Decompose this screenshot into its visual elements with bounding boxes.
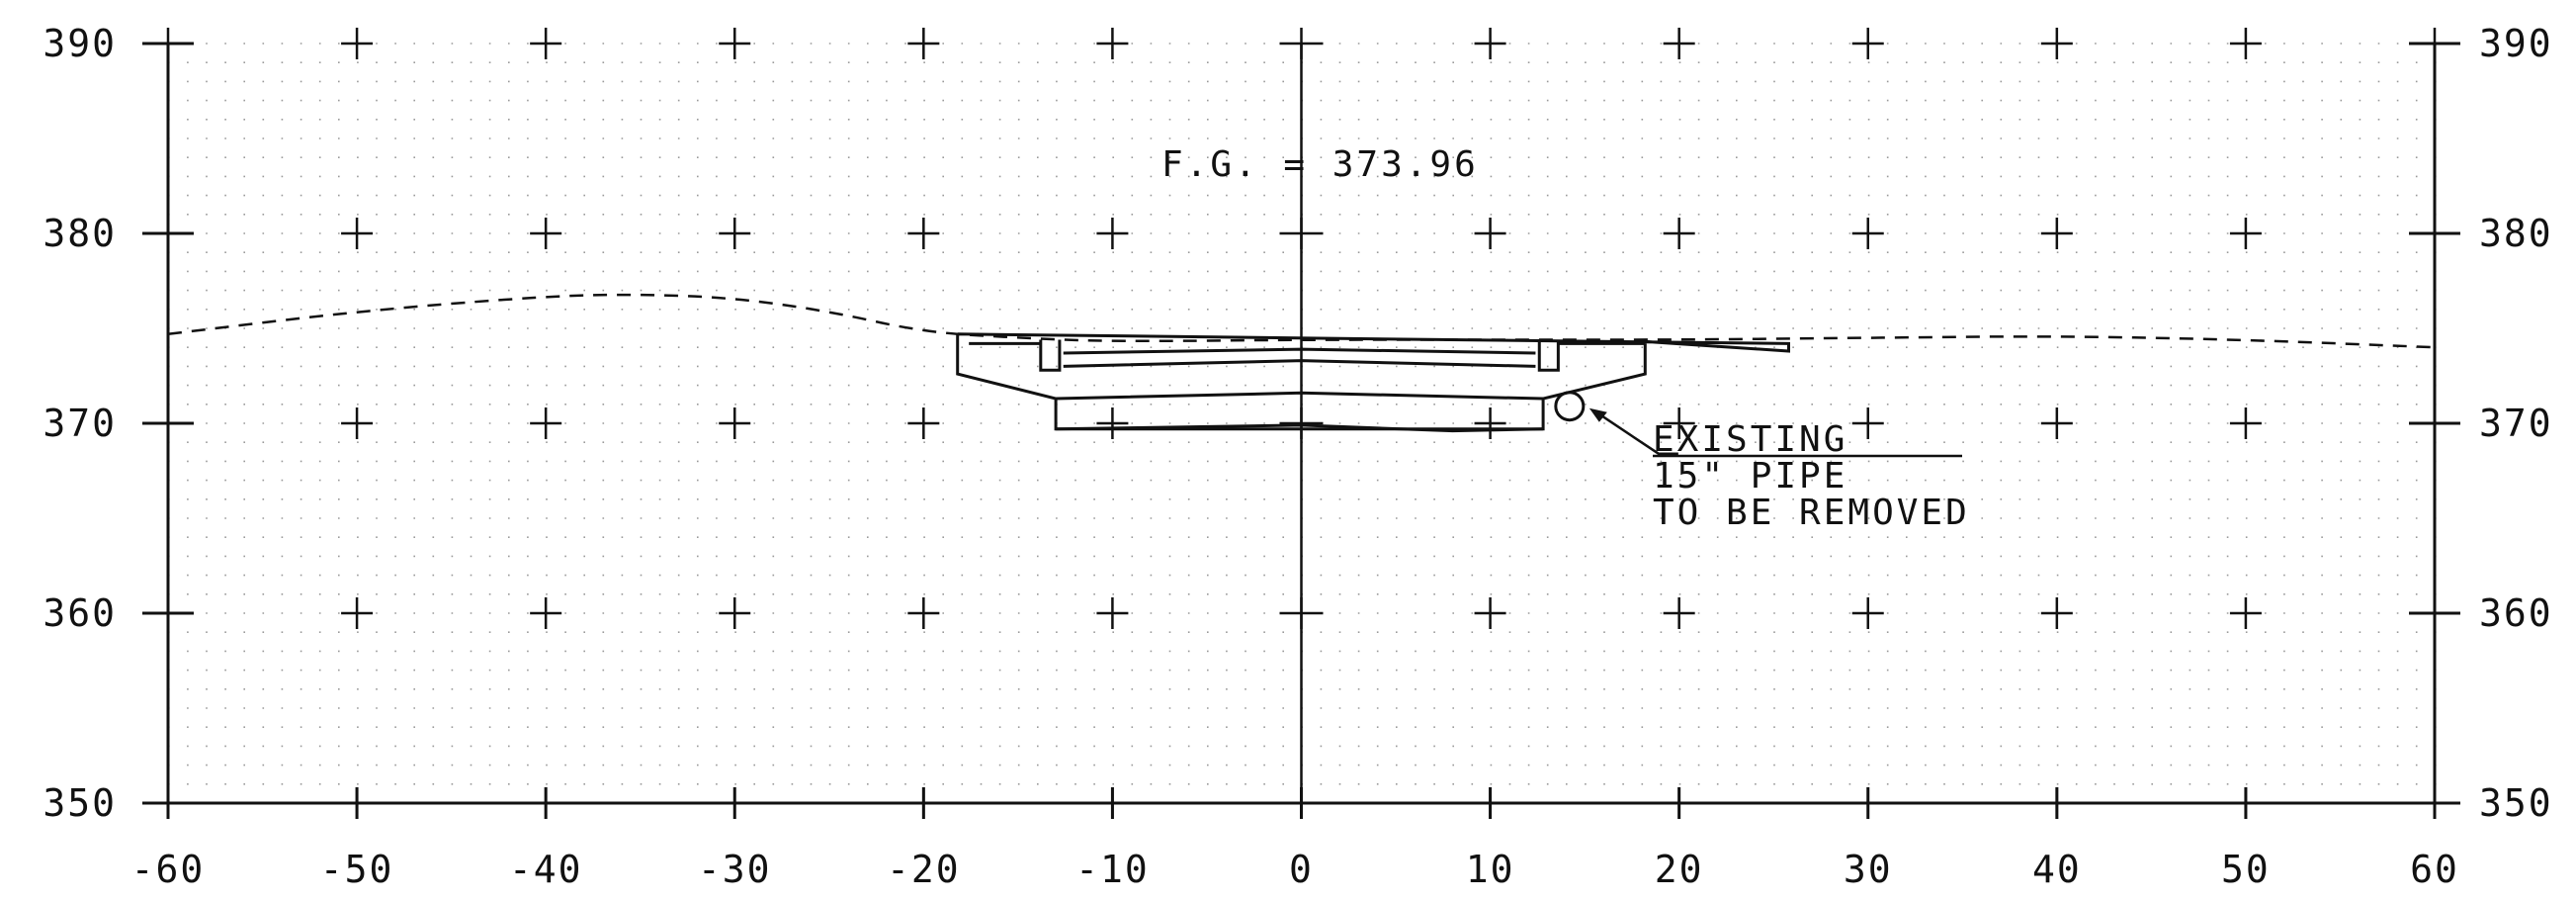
- note-line-3: TO BE REMOVED: [1653, 493, 1970, 533]
- grid-plus-mark: [2229, 218, 2262, 249]
- x-axis-labels: -60 -50 -40 -30 -20 -10 0 10 20 30 40 50 60: [131, 848, 2459, 891]
- grid-plus-mark: [1851, 597, 1884, 629]
- pipe-icon: [1554, 391, 1586, 422]
- x-tick-label: -60: [131, 848, 206, 891]
- grid-plus-mark: [719, 218, 751, 249]
- existing-ground-line: [167, 293, 2436, 349]
- y-tick-label: 360: [43, 591, 117, 635]
- grid-plus-mark: [2040, 407, 2073, 439]
- grid-plus-mark: [719, 597, 751, 629]
- grid-plus-mark: [1851, 407, 1884, 439]
- x-tick-label: -30: [698, 848, 772, 891]
- axis-ticks: [142, 42, 2460, 819]
- grid-plus-mark: [530, 28, 562, 59]
- grid-plus-mark: [341, 407, 374, 439]
- pavement-inner-top: [969, 341, 1646, 355]
- pavement-outline: [956, 332, 1790, 431]
- grid-plus-mark: [1096, 407, 1129, 439]
- grid-plus-mark: [1096, 28, 1129, 59]
- grid-plus-mark: [907, 407, 940, 439]
- y-tick-label: 380: [2479, 212, 2553, 255]
- x-tick-label: -10: [1075, 848, 1150, 891]
- grid-plus-mark: [1474, 218, 1506, 249]
- y-tick-label: 360: [2479, 591, 2553, 635]
- note-line-1: EXISTING: [1653, 419, 1847, 460]
- note-line-2: 15" PIPE: [1653, 456, 1847, 496]
- y-tick-label: 390: [43, 22, 117, 65]
- y-tick-label: 370: [2479, 402, 2553, 445]
- right-curb: [1537, 339, 1560, 372]
- grid-plus-mark: [1474, 597, 1506, 629]
- x-tick-label: -20: [887, 848, 961, 891]
- left-curb: [1039, 339, 1062, 372]
- x-tick-label: 30: [1844, 848, 1893, 891]
- x-tick-label: -50: [320, 848, 394, 891]
- y-tick-label: 390: [2479, 22, 2553, 65]
- grid-plus-mark: [1851, 218, 1884, 249]
- y-tick-label: 380: [43, 212, 117, 255]
- grid-plus-mark: [530, 407, 562, 439]
- grid-plus-mark: [2040, 28, 2073, 59]
- x-tick-label: 0: [1289, 848, 1314, 891]
- grid-plus-mark: [1663, 407, 1695, 439]
- y-tick-label: 350: [2479, 781, 2553, 825]
- grid-plus-mark: [719, 28, 751, 59]
- grid-plus-mark: [341, 218, 374, 249]
- grid-plus-mark: [907, 218, 940, 249]
- x-tick-label: 20: [1655, 848, 1704, 891]
- pavement-inner-bottom: [1056, 359, 1544, 433]
- grid-plus-mark: [1096, 597, 1129, 629]
- y-tick-label: 350: [43, 781, 117, 825]
- existing-pipe: [1554, 391, 1962, 458]
- grid-plus-mark: [530, 218, 562, 249]
- grid-plus-mark: [1474, 28, 1506, 59]
- grid-plus-mark: [719, 407, 751, 439]
- x-tick-label: 50: [2221, 848, 2271, 891]
- grid-plus-mark: [1663, 597, 1695, 629]
- grid-plus-mark: [1096, 218, 1129, 249]
- y-axis-labels-left: 390 380 370 360 350: [43, 22, 117, 825]
- grid-plus-mark: [341, 28, 374, 59]
- grid-plus-mark: [1851, 28, 1884, 59]
- grid-plus-mark: [2229, 407, 2262, 439]
- grid-plus-mark: [907, 28, 940, 59]
- grid-plus-mark: [2229, 28, 2262, 59]
- road-section-outline: [956, 332, 1790, 433]
- grid-plus-mark: [907, 597, 940, 629]
- grid-plus-mark: [2040, 597, 2073, 629]
- y-axis-labels-right: 390 380 370 360 350: [2479, 22, 2553, 825]
- grid-plus-mark: [1663, 28, 1695, 59]
- grid-plus-mark: [341, 597, 374, 629]
- grid-plus-mark: [530, 597, 562, 629]
- grid-plus-mark: [1663, 218, 1695, 249]
- x-tick-label: 40: [2032, 848, 2082, 891]
- x-tick-label: 60: [2410, 848, 2459, 891]
- note-leader-line: [1598, 412, 1678, 455]
- grid-plus-mark: [2229, 597, 2262, 629]
- x-tick-label: -40: [509, 848, 583, 891]
- finished-grade-label: F.G. = 373.96: [1161, 144, 1479, 185]
- grid-plus-mark: [2040, 218, 2073, 249]
- grid-plus-mark: [1474, 407, 1506, 439]
- x-tick-label: 10: [1466, 848, 1515, 891]
- y-tick-label: 370: [43, 402, 117, 445]
- arrow-head-icon: [1589, 407, 1607, 422]
